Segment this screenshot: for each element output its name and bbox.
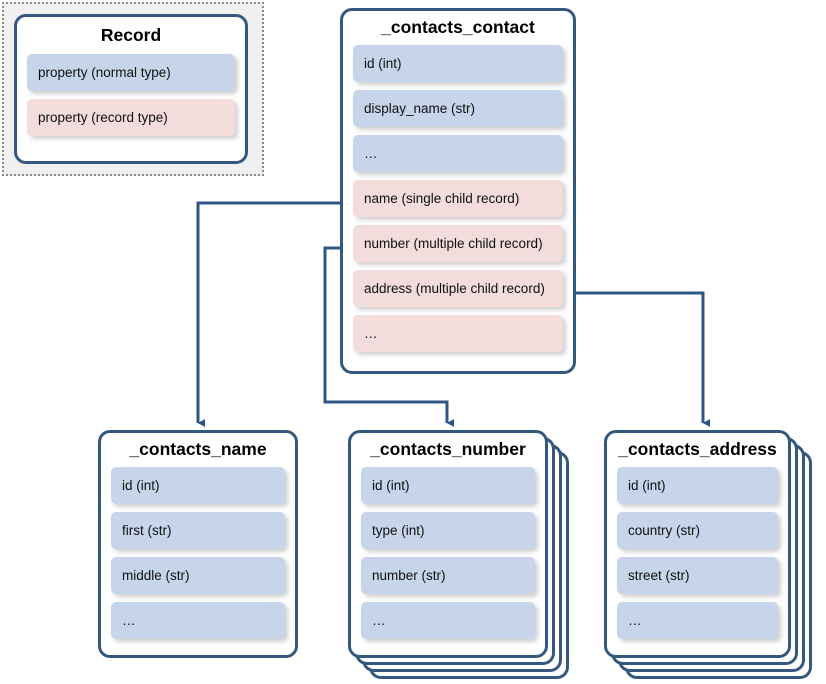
legend-row-label: property (normal type) <box>38 65 171 80</box>
field-label: … <box>372 613 386 628</box>
legend-title: Record <box>100 25 162 45</box>
field-row-address[interactable]: address (multiple child record) <box>353 270 563 307</box>
field-row-first[interactable]: first (str) <box>111 512 285 549</box>
connector-address <box>565 291 711 427</box>
field-row-ellipsis[interactable]: … <box>361 602 535 639</box>
field-label: id (int) <box>372 478 410 493</box>
legend-row-label: property (record type) <box>38 110 168 125</box>
field-label: type (int) <box>372 523 425 538</box>
entity-title: _contacts_contact <box>381 17 535 37</box>
field-row-ellipsis[interactable]: … <box>353 135 563 172</box>
field-row-number[interactable]: number (str) <box>361 557 535 594</box>
field-row-id[interactable]: id (int) <box>353 45 563 82</box>
entity-contacts-address[interactable]: _contacts_address id (int) country (str)… <box>604 430 791 658</box>
legend-row-normal: property (normal type) <box>27 54 235 91</box>
field-label: id (int) <box>364 56 402 71</box>
entity-contacts-contact[interactable]: _contacts_contact id (int) display_name … <box>340 8 576 374</box>
legend-rows: property (normal type) property (record … <box>27 54 235 136</box>
entity-contacts-number[interactable]: _contacts_number id (int) type (int) num… <box>348 430 548 658</box>
field-label: name (single child record) <box>364 191 520 206</box>
legend-card: Record property (normal type) property (… <box>14 14 248 164</box>
field-label: middle (str) <box>122 568 190 583</box>
field-row-type[interactable]: type (int) <box>361 512 535 549</box>
field-row-middle[interactable]: middle (str) <box>111 557 285 594</box>
field-row-name[interactable]: name (single child record) <box>353 180 563 217</box>
entity-rows: id (int) first (str) middle (str) … <box>111 467 285 639</box>
field-row-ellipsis-record[interactable]: … <box>353 315 563 352</box>
field-row-id[interactable]: id (int) <box>111 467 285 504</box>
field-label: street (str) <box>628 568 690 583</box>
field-label: display_name (str) <box>364 101 476 116</box>
field-label: … <box>628 613 642 628</box>
entity-rows: id (int) country (str) street (str) … <box>617 467 778 639</box>
field-row-street[interactable]: street (str) <box>617 557 778 594</box>
entity-title: _contacts_number <box>370 439 526 459</box>
field-label: country (str) <box>628 523 701 538</box>
field-label: … <box>364 146 378 161</box>
field-label: first (str) <box>122 523 172 538</box>
entity-rows: id (int) display_name (str) … name (sing… <box>353 45 563 352</box>
field-label: … <box>364 326 378 341</box>
field-label: id (int) <box>122 478 160 493</box>
entity-contacts-name[interactable]: _contacts_name id (int) first (str) midd… <box>98 430 298 658</box>
field-row-ellipsis[interactable]: … <box>617 602 778 639</box>
field-label: … <box>122 613 136 628</box>
legend-row-record: property (record type) <box>27 99 235 136</box>
field-row-id[interactable]: id (int) <box>617 467 778 504</box>
entity-title: _contacts_name <box>129 439 267 459</box>
field-row-number[interactable]: number (multiple child record) <box>353 225 563 262</box>
connector-name <box>196 201 345 427</box>
entity-rows: id (int) type (int) number (str) … <box>361 467 535 639</box>
field-row-ellipsis[interactable]: … <box>111 602 285 639</box>
field-label: address (multiple child record) <box>364 281 545 296</box>
field-label: id (int) <box>628 478 666 493</box>
field-row-country[interactable]: country (str) <box>617 512 778 549</box>
entity-title: _contacts_address <box>618 439 777 459</box>
field-row-display-name[interactable]: display_name (str) <box>353 90 563 127</box>
field-label: number (multiple child record) <box>364 236 543 251</box>
field-label: number (str) <box>372 568 446 583</box>
field-row-id[interactable]: id (int) <box>361 467 535 504</box>
